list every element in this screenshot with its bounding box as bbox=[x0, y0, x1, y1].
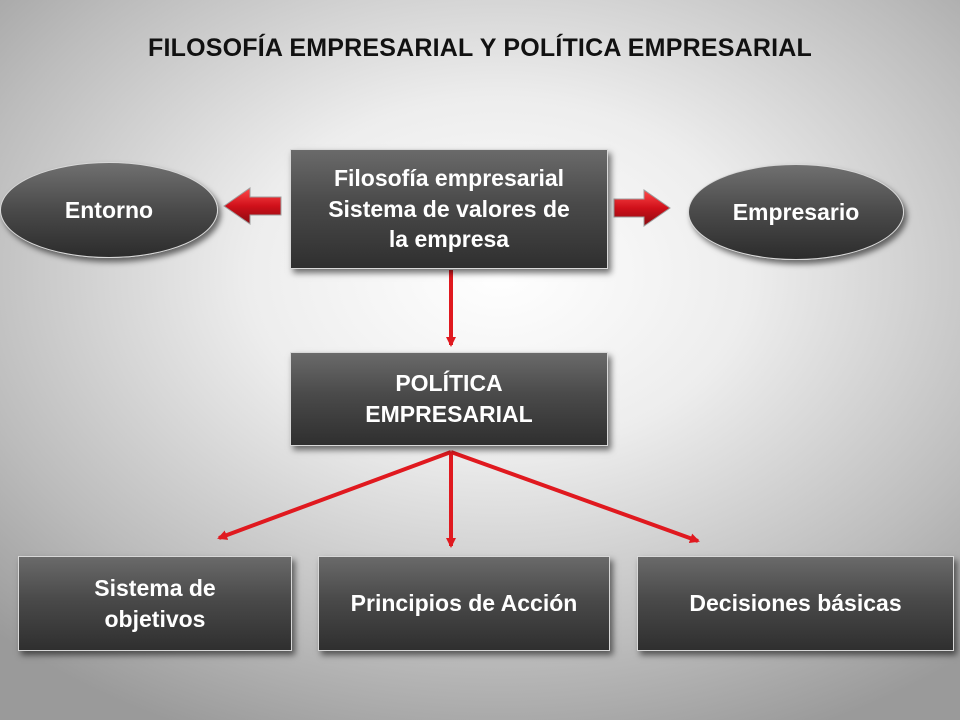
node-objetivos-line-2: objetivos bbox=[104, 605, 206, 632]
node-objetivos-line-1: Sistema de bbox=[94, 574, 216, 601]
node-filosofia-line-2: Sistema de valores de bbox=[328, 195, 570, 222]
block-arrow-to-empresario bbox=[613, 189, 671, 227]
node-entorno: Entorno bbox=[0, 162, 218, 258]
block-arrow-to-entorno bbox=[223, 187, 282, 225]
arrow-politica-to-objetivos bbox=[217, 450, 452, 540]
node-politica-line-2: EMPRESARIAL bbox=[365, 401, 533, 427]
node-empresario-label: Empresario bbox=[732, 198, 860, 225]
node-filosofia-line-3: la empresa bbox=[388, 226, 510, 253]
node-filosofia-empresarial: Filosofía empresarial Sistema de valores… bbox=[290, 149, 608, 269]
node-decisiones-label: Decisiones básicas bbox=[689, 590, 902, 617]
page-title: FILOSOFÍA EMPRESARIAL Y POLÍTICA EMPRESA… bbox=[148, 34, 812, 62]
node-politica-empresarial: POLÍTICA EMPRESARIAL bbox=[290, 352, 608, 446]
node-decisiones-basicas: Decisiones básicas bbox=[637, 556, 954, 651]
node-filosofia-line-1: Filosofía empresarial bbox=[333, 165, 565, 192]
node-entorno-label: Entorno bbox=[64, 196, 154, 223]
node-principios-de-accion: Principios de Acción bbox=[318, 556, 610, 651]
node-principios-label: Principios de Acción bbox=[350, 590, 578, 617]
node-empresario: Empresario bbox=[688, 164, 904, 260]
arrow-politica-to-decisiones bbox=[450, 450, 700, 543]
node-sistema-de-objetivos: Sistema de objetivos bbox=[18, 556, 292, 651]
node-politica-line-1: POLÍTICA bbox=[395, 370, 503, 397]
